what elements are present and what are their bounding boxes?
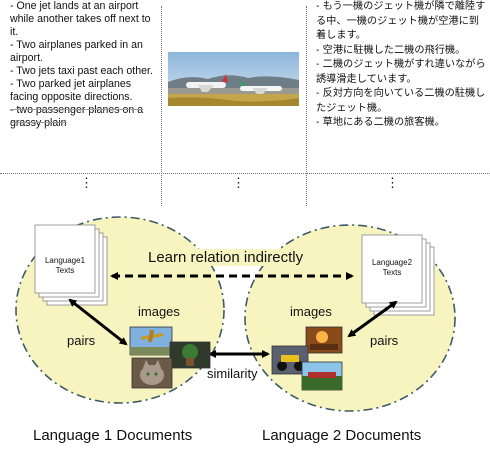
thumb-room: [305, 326, 343, 354]
thumb-plant: [169, 341, 211, 369]
ellipsis-image: ⋮: [232, 175, 245, 190]
texts-label: Texts: [382, 268, 402, 277]
images-label-right: images: [290, 304, 332, 319]
thumb-airplane: [129, 326, 173, 356]
language2-texts-label: Language2 Texts: [362, 258, 422, 278]
language1-label: Language1: [44, 256, 86, 265]
ellipsis-japanese: ⋮: [386, 175, 399, 190]
language2-documents-caption: Language 2 Documents: [262, 427, 422, 444]
pairs-label-left: pairs: [67, 333, 96, 348]
column-divider: [161, 6, 162, 206]
english-caption: - Two airplanes parked in an airport.: [10, 39, 143, 64]
english-caption: - two passenger planes on a grassy plain: [10, 104, 144, 129]
english-caption: - Two parked jet airplanes facing opposi…: [10, 78, 133, 103]
pairs-arrow-right: [347, 300, 398, 338]
japanese-caption: - 反対方向を向いている二機の駐機したジェット機。: [316, 88, 486, 114]
language1-document-stack: [34, 224, 108, 306]
similarity-label: similarity: [207, 366, 258, 381]
jet-1: [186, 74, 228, 92]
learn-relation-label: Learn relation indirectly: [146, 249, 306, 266]
airport-photo: [168, 52, 299, 106]
thumb-motorcycle: [271, 345, 309, 375]
japanese-caption: - もう一機のジェット機が隣で離陸する中、一機のジェット機が空港に到着します。: [316, 1, 486, 41]
caption-table: - One jet lands at an airport while anot…: [0, 0, 490, 206]
language2-label: Language2: [371, 258, 413, 267]
jet-2: [238, 79, 282, 94]
ellipsis-english: ⋮: [80, 175, 93, 190]
english-caption: - Two jets taxi past each other.: [10, 65, 153, 77]
pairs-label-right: pairs: [370, 333, 399, 348]
japanese-caption: - 二機のジェット機がすれ違いながら誘導滑走しています。: [316, 59, 486, 85]
thumb-cat: [131, 357, 173, 389]
japanese-captions: - もう一機のジェット機が隣で離陸する中、一機のジェット機が空港に到着します。 …: [316, 0, 488, 172]
thumb-landscape: [301, 361, 343, 391]
language1-documents-caption: Language 1 Documents: [33, 427, 193, 444]
japanese-caption: - 空港に駐機した二機の飛行機。: [316, 44, 466, 56]
japanese-caption: - 草地にある二機の旅客機。: [316, 117, 445, 128]
column-divider: [306, 6, 307, 206]
english-caption: - One jet lands at an airport while anot…: [10, 0, 151, 38]
english-captions: - One jet lands at an airport while anot…: [10, 0, 160, 172]
row-divider: [0, 173, 490, 174]
language1-texts-label: Language1 Texts: [35, 256, 95, 276]
texts-label: Texts: [55, 266, 75, 275]
images-label-left: images: [138, 304, 180, 319]
pairs-arrow-left: [68, 298, 128, 346]
